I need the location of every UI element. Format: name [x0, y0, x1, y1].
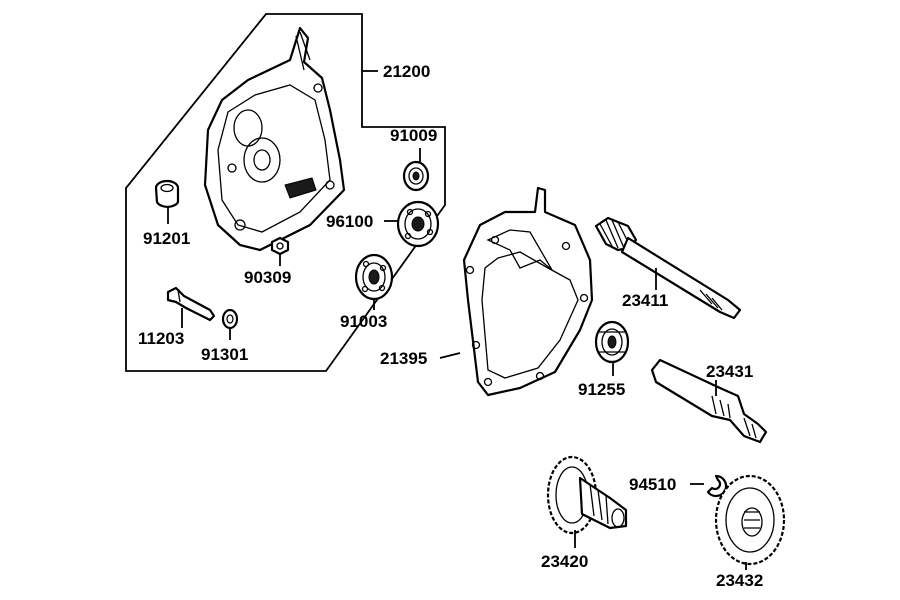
callout-90309: 90309	[244, 268, 291, 287]
callout-91255: 91255	[578, 380, 625, 399]
callout-23432: 23432	[716, 571, 763, 590]
bearing-91255-part[interactable]	[594, 320, 630, 364]
callout-21395: 21395	[380, 349, 427, 368]
bearing-91003-part[interactable]	[354, 253, 394, 301]
gasket-part[interactable]	[462, 186, 594, 397]
final-shaft-part[interactable]	[650, 358, 768, 444]
bearing-91009-part[interactable]	[402, 160, 430, 192]
callout-96100: 96100	[326, 212, 373, 231]
callout-23431: 23431	[706, 362, 753, 381]
callout-91301: 91301	[201, 345, 248, 364]
callout-91009: 91009	[390, 126, 437, 145]
assembly-group-outline	[125, 13, 446, 372]
drive-shaft-part[interactable]	[594, 216, 742, 320]
o-ring-part[interactable]	[221, 308, 239, 330]
transmission-cover-part[interactable]	[203, 26, 346, 252]
bearing-96100-part[interactable]	[396, 200, 440, 248]
callout-23420: 23420	[541, 552, 588, 571]
callout-21200: 21200	[383, 62, 430, 81]
counter-gear-part[interactable]	[546, 455, 628, 535]
final-gear-part[interactable]	[714, 474, 786, 566]
bushing-part[interactable]	[154, 179, 180, 208]
callout-11203: 11203	[138, 329, 184, 348]
callout-91201: 91201	[143, 229, 190, 248]
circlip-part[interactable]	[706, 474, 728, 498]
callout-91003: 91003	[340, 312, 387, 331]
callout-23411: 23411	[622, 291, 668, 310]
dowel-pin-part[interactable]	[166, 286, 216, 322]
callout-94510: 94510	[629, 475, 676, 494]
nut-part[interactable]	[270, 236, 290, 256]
